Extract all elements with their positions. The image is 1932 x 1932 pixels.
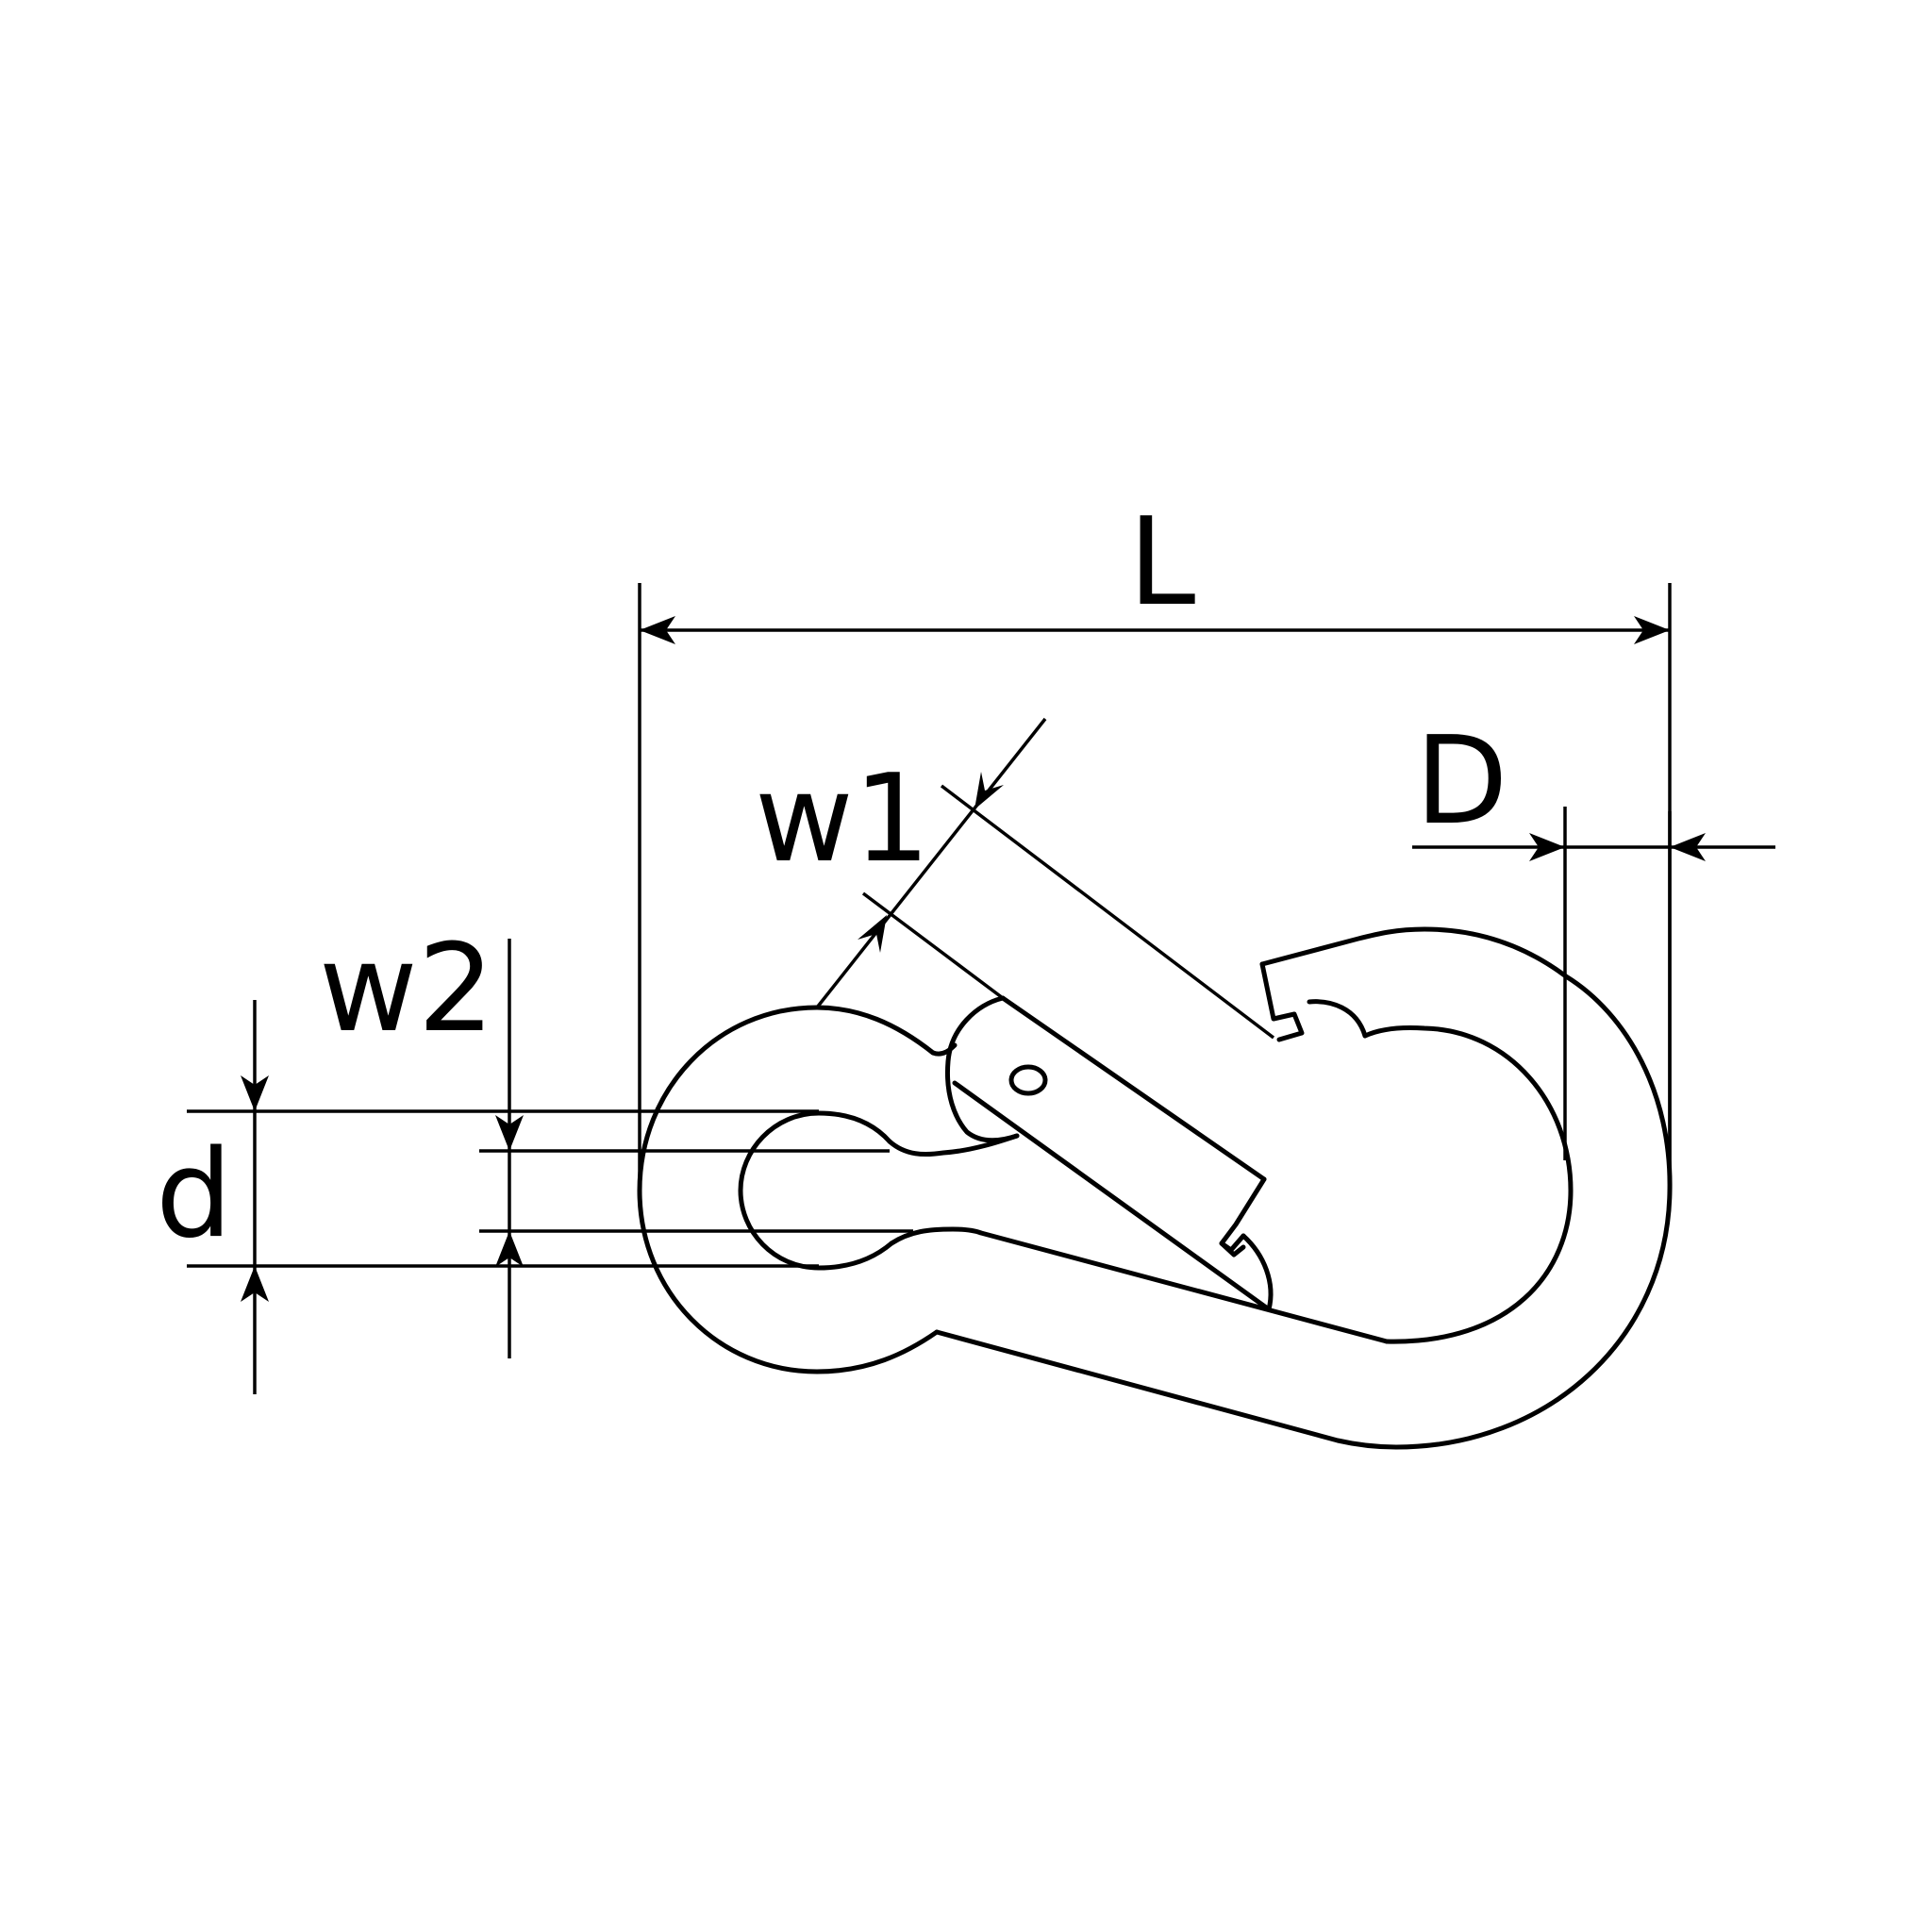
gate-hinge-boss (944, 995, 1020, 1143)
w1-dimension-line (815, 717, 1047, 1009)
label-D: D (1415, 711, 1508, 852)
ring-outer-visible (637, 1005, 940, 1374)
ring-inner-hole (738, 1110, 894, 1271)
w1-arrow-upper (974, 772, 1004, 809)
right-loop-inner (1362, 1025, 1574, 1344)
gate-tip-curve (1241, 1233, 1274, 1312)
lower-bar-outer (934, 1329, 1399, 1450)
L-arrow-left (640, 616, 675, 644)
gate-tip (1219, 1176, 1267, 1253)
eye-neck-top (930, 1042, 958, 1057)
nose-notch (1259, 961, 1305, 1042)
gate-lower-edge (952, 1080, 1272, 1312)
label-L: L (1128, 492, 1195, 633)
d-arrow-bottom (241, 1266, 269, 1302)
label-w2: w2 (319, 919, 494, 1059)
ring-neck-lower (889, 1226, 1390, 1344)
w1-extension-lower (861, 891, 1005, 1000)
label-d: d (156, 1124, 232, 1265)
w2-arrow-bottom (495, 1231, 524, 1267)
w2-arrow-top (495, 1115, 524, 1151)
d-arrow-top (241, 1075, 269, 1111)
right-loop-outer (1259, 926, 1673, 1450)
D-arrow-right (1670, 833, 1706, 861)
D-arrow-left (1529, 833, 1565, 861)
dimension-lines (187, 583, 1775, 1394)
gate-upper-edge (1000, 995, 1267, 1182)
gate-tip-notch (1219, 1241, 1246, 1257)
w1-arrow-lower (858, 915, 887, 953)
hinge-rivet (1008, 1064, 1048, 1096)
dimension-labels: L D w1 w2 d (156, 492, 1508, 1265)
hook-drawing (637, 926, 1673, 1450)
nose-bump (1307, 999, 1368, 1039)
label-w1: w1 (755, 749, 930, 890)
w1-extension-upper (940, 784, 1275, 1040)
L-arrow-right (1634, 616, 1670, 644)
